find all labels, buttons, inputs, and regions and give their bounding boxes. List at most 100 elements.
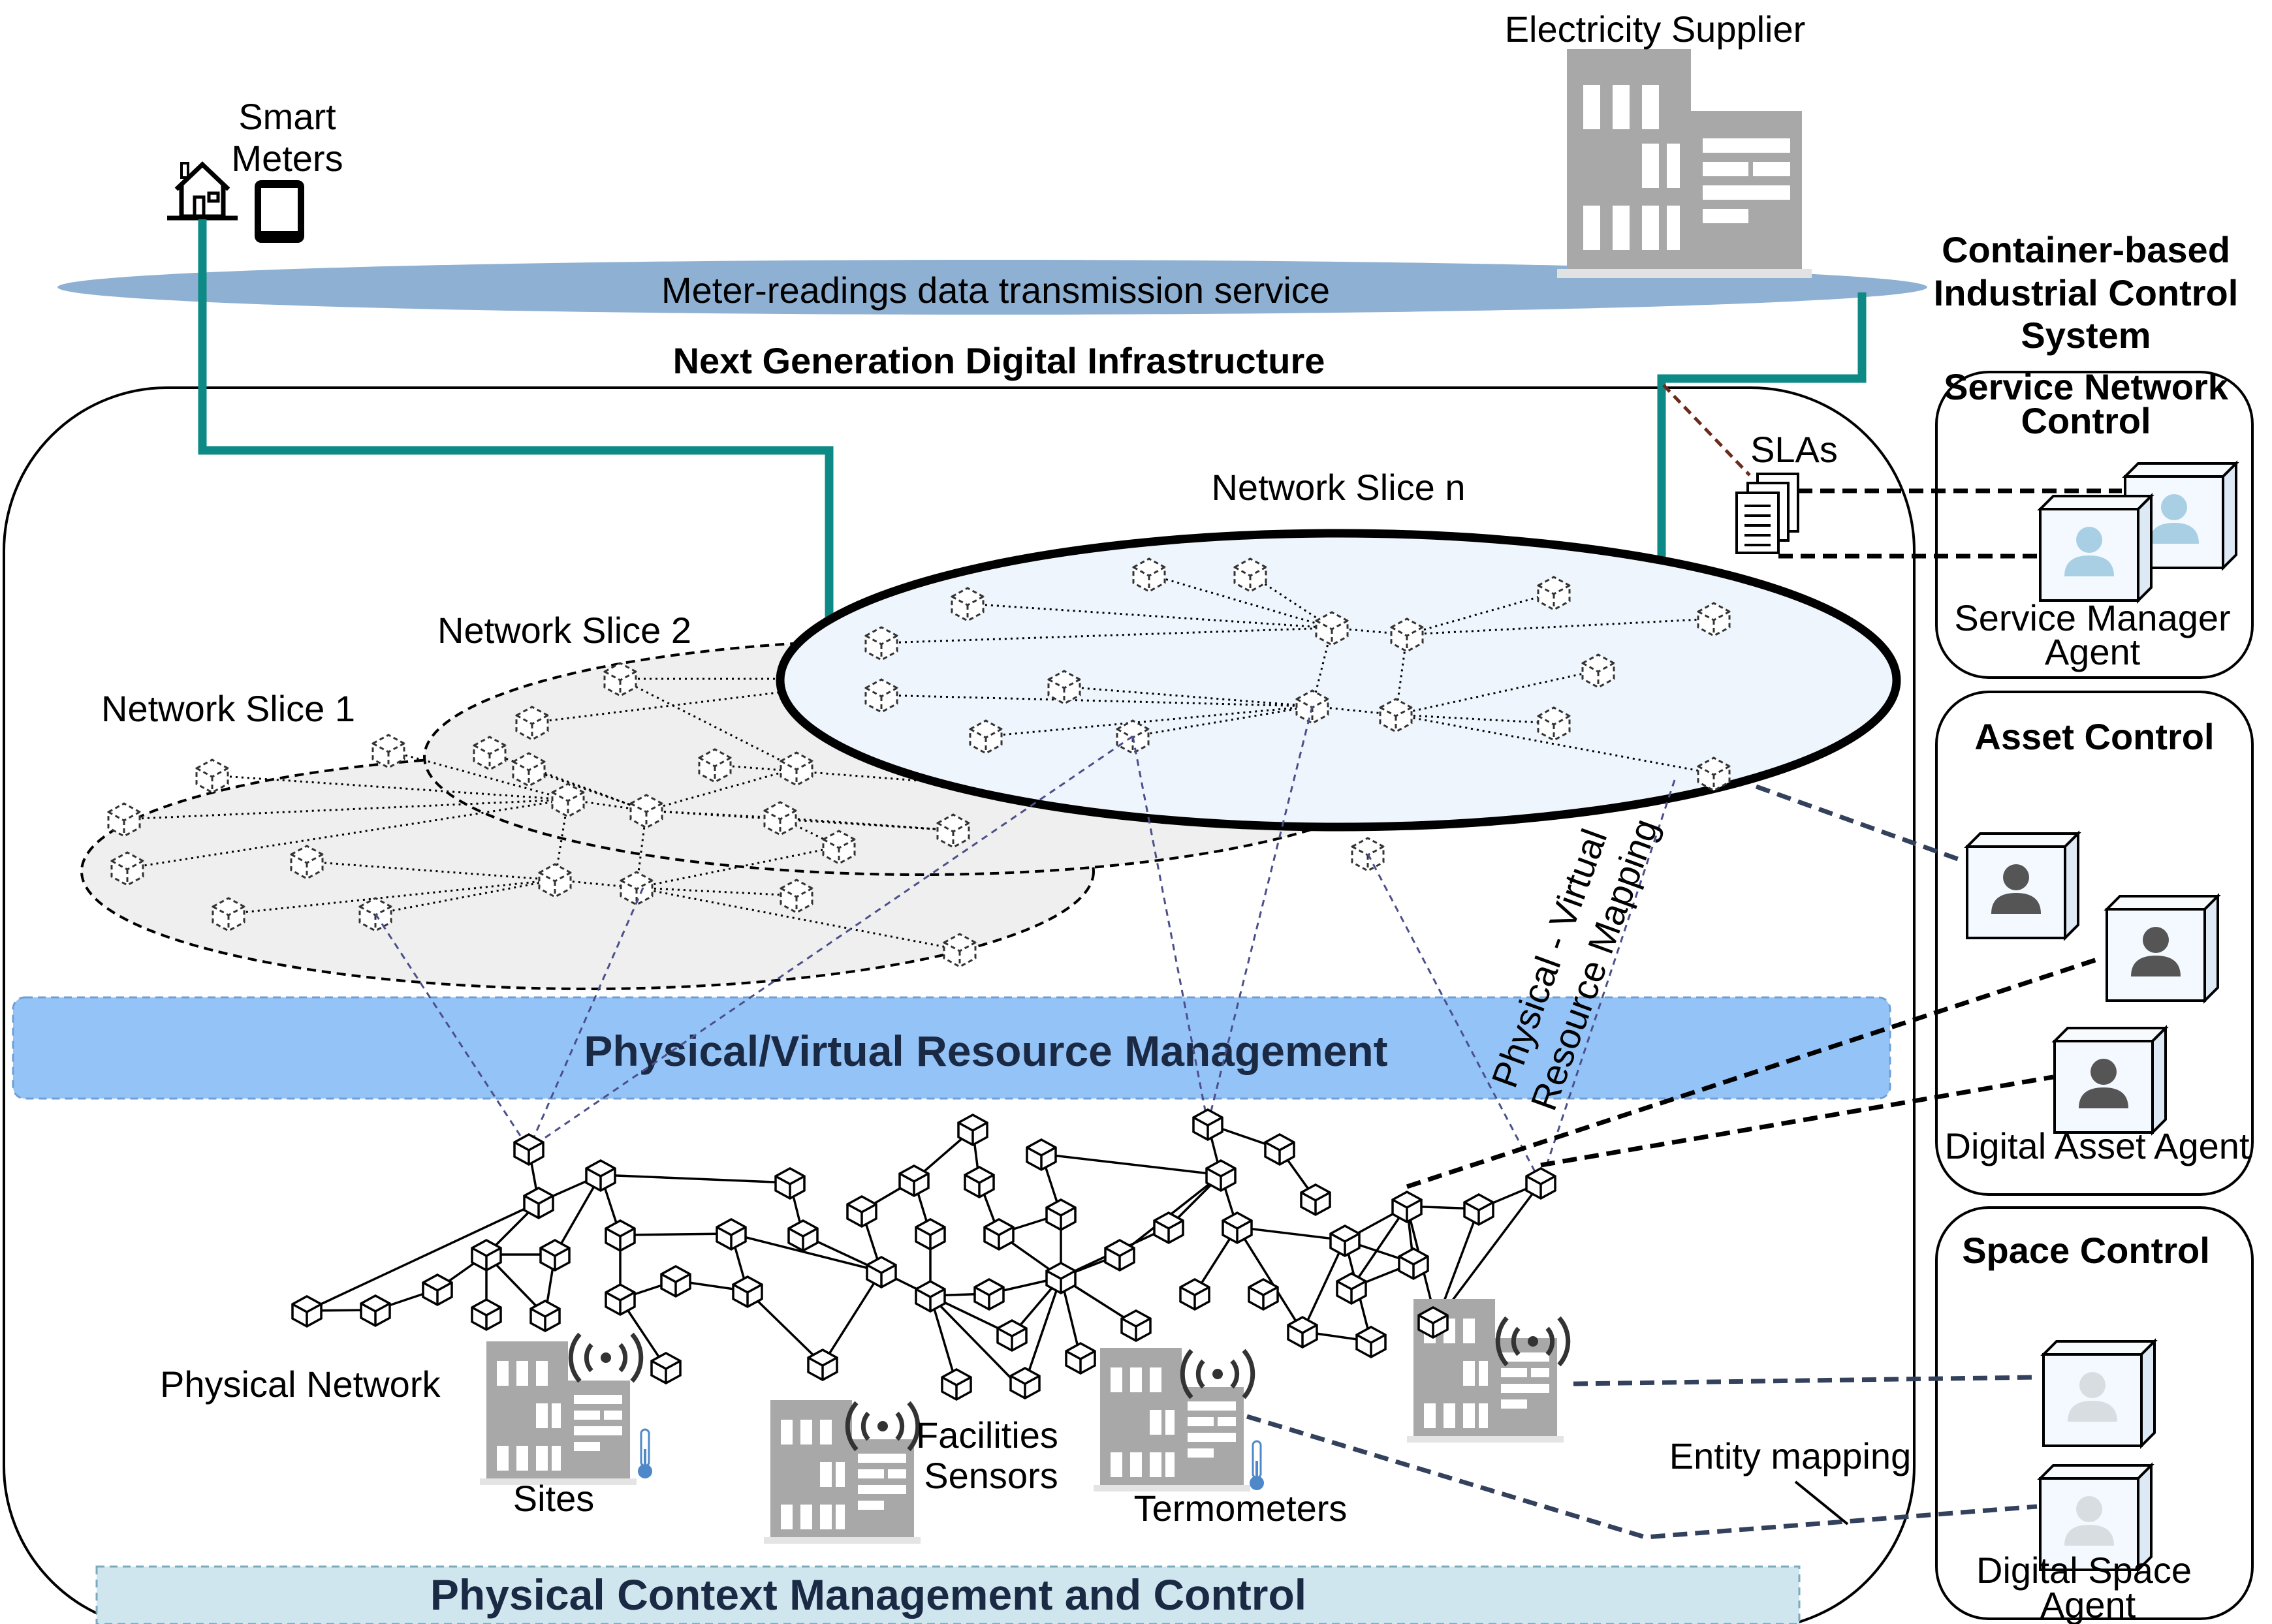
facilities-sensors-line2: Sensors (924, 1455, 1058, 1496)
sites-label: Sites (513, 1478, 595, 1519)
node-cube-icon (1045, 1262, 1077, 1294)
facilities-sensors-line1: Facilities (916, 1414, 1058, 1456)
digital-space-agent-line2: Agent (2040, 1584, 2136, 1624)
sla-agent-links (1778, 488, 2122, 559)
asset-agent-1 (1966, 832, 2079, 939)
sla-link (1662, 384, 1751, 476)
node-cube-icon (523, 1187, 554, 1219)
node-cube-icon (471, 1298, 502, 1331)
entity-mapping-links (1246, 1375, 2038, 1540)
building-icon (1557, 49, 1812, 278)
node-cube-icon (1525, 1167, 1556, 1200)
asset-agent-links (1406, 957, 2098, 1189)
meter-readings-service-band (57, 260, 1927, 315)
network-slice-n-label: Network Slice n (1211, 467, 1465, 508)
node-cube-icon (1192, 1108, 1223, 1141)
electricity-supplier-label: Electricity Supplier (1505, 8, 1806, 50)
service-agent-front (2039, 495, 2153, 602)
node-cube-icon (1264, 1133, 1295, 1166)
digital-space-agent-line1: Digital Space (1976, 1550, 2192, 1591)
node-cube-icon (732, 1275, 763, 1308)
node-cube-icon (1222, 1211, 1253, 1244)
service-manager-agent-line2: Agent (2045, 631, 2141, 672)
node-cube-icon (605, 1283, 636, 1316)
sites-building (480, 1334, 654, 1485)
resource-management-band (12, 996, 1891, 1100)
resource-management-label: Physical/Virtual Resource Management (584, 1027, 1387, 1075)
node-cube-icon (941, 1368, 972, 1401)
termometers-building (1094, 1348, 1265, 1491)
node-cube-icon (1287, 1316, 1318, 1349)
node-cube-icon (660, 1265, 691, 1298)
node-cube-icon (973, 1278, 1005, 1311)
node-cube-icon (787, 1219, 819, 1252)
smart-meters-label-line2: Meters (231, 138, 343, 179)
node-cube-icon (1179, 1278, 1210, 1311)
node-cube-icon (964, 1166, 995, 1198)
node-cube-icon (1355, 1326, 1387, 1358)
node-cube-icon (996, 1319, 1028, 1352)
node-cube-icon (915, 1280, 946, 1313)
asset-agent-2 (2106, 895, 2219, 1002)
slice-to-asset-link (1755, 784, 1966, 864)
node-cube-icon (1153, 1211, 1184, 1244)
node-cube-icon (513, 1133, 544, 1166)
slas-label: SLAs (1750, 429, 1838, 470)
physical-virtual-mapping-lines (374, 706, 1676, 1183)
node-cube-icon (471, 1239, 502, 1272)
service-manager-agent-line1: Service Manager (1954, 597, 2230, 638)
node-cube-icon (1120, 1309, 1152, 1342)
node-cube-icon (957, 1114, 988, 1146)
termometers-label: Termometers (1134, 1488, 1348, 1529)
node-cube-icon (1300, 1183, 1331, 1216)
physical-network-label: Physical Network (160, 1364, 441, 1405)
node-cube-icon (1329, 1225, 1361, 1257)
node-cube-icon (1463, 1193, 1494, 1226)
service-network-control-line2: Control (2021, 400, 2151, 441)
node-cube-icon (866, 1256, 897, 1288)
node-cube-icon (529, 1300, 561, 1332)
node-cube-icon (539, 1239, 571, 1272)
node-cube-icon (846, 1195, 877, 1228)
asset-agent-3 (2053, 1027, 2167, 1134)
asset-control-label: Asset Control (1974, 716, 2214, 757)
smart-meter-icon (255, 180, 304, 243)
document-stack-icon (1735, 473, 1799, 554)
node-cube-icon (1205, 1159, 1237, 1192)
node-cube-icon (422, 1273, 453, 1306)
node-cube-icon (1065, 1342, 1096, 1375)
node-cube-icon (774, 1167, 806, 1200)
meter-readings-service-label: Meter-readings data transmission service (661, 270, 1330, 311)
space-agent-1 (2042, 1340, 2156, 1447)
space-control-label: Space Control (1962, 1230, 2210, 1271)
network-slice-1-label: Network Slice 1 (101, 688, 355, 729)
node-cube-icon (605, 1219, 636, 1252)
container-title-line2: Industrial Control (1934, 272, 2239, 313)
node-cube-icon (898, 1164, 930, 1197)
context-management-band (95, 1565, 1801, 1624)
node-cube-icon (1026, 1138, 1057, 1171)
node-cube-icon (650, 1352, 682, 1384)
node-cube-icon (1417, 1306, 1449, 1339)
service-network-control-line1: Service Network (1944, 366, 2229, 407)
node-cube-icon (585, 1159, 616, 1192)
node-cube-icon (1336, 1272, 1367, 1305)
supplier-link (1657, 292, 1867, 561)
entity-mapping-pointer (1794, 1480, 1849, 1525)
node-cube-icon (1045, 1198, 1077, 1231)
node-cube-icon (1391, 1191, 1423, 1223)
node-cube-icon (1104, 1239, 1135, 1272)
node-cube-icon (983, 1218, 1015, 1251)
node-cube-icon (1248, 1278, 1279, 1311)
node-cube-icon (291, 1295, 323, 1328)
node-cube-icon (716, 1218, 747, 1251)
node-cube-icon (1009, 1367, 1041, 1399)
smart-meters-label-line1: Smart (238, 96, 336, 137)
container-title-line3: System (2021, 315, 2151, 356)
node-cube-icon (807, 1349, 838, 1381)
entity-mapping-label: Entity mapping (1669, 1435, 1911, 1476)
digital-asset-agent-label: Digital Asset Agent (1945, 1125, 2250, 1166)
node-cube-icon (1398, 1247, 1429, 1280)
asset-control-panel (1935, 691, 2254, 1196)
